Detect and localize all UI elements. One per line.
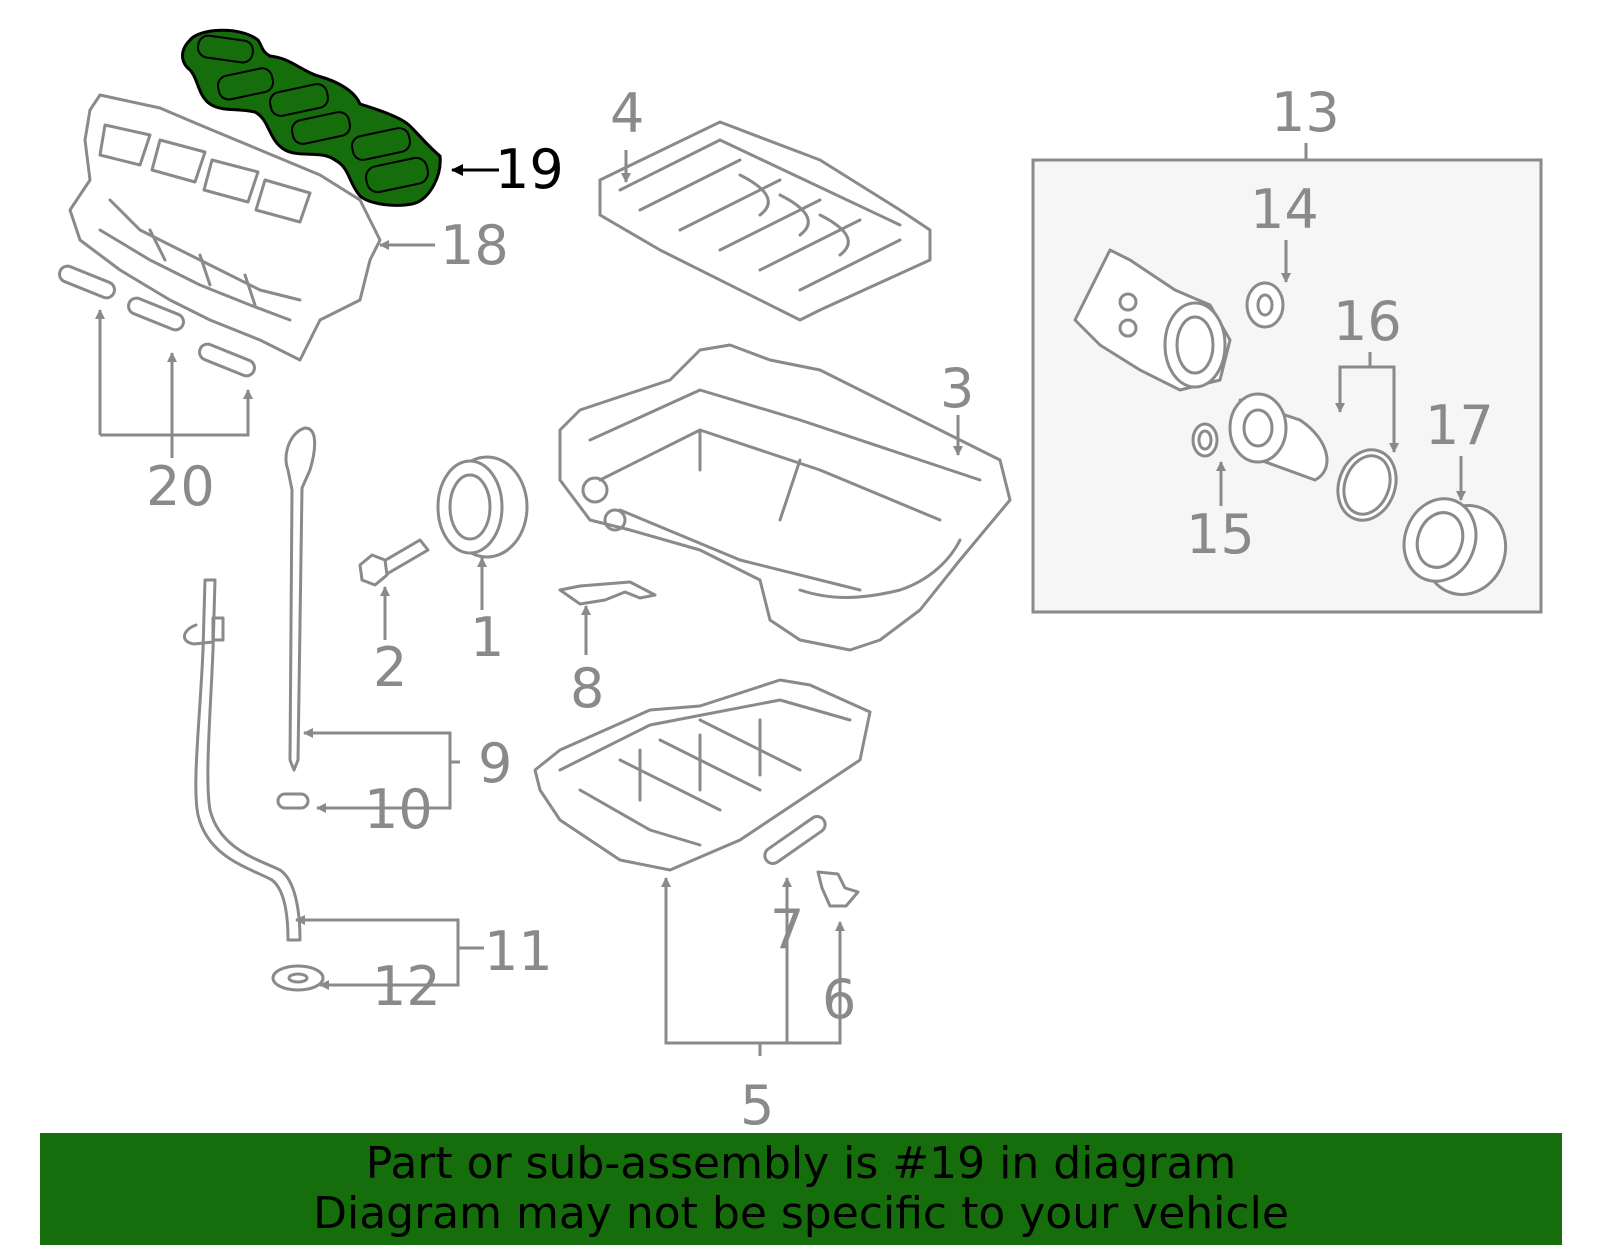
callout-2: 2 (373, 636, 407, 699)
gasket-7[interactable] (762, 813, 829, 866)
washer-12[interactable] (271, 964, 325, 992)
intake-manifold-gasket-19[interactable] (181, 28, 442, 207)
callout-12: 12 (372, 955, 441, 1018)
banner-line-2: Diagram may not be specific to your vehi… (313, 1188, 1289, 1239)
callout-17: 17 (1425, 394, 1494, 457)
callout-10: 10 (364, 778, 433, 841)
banner-line-1: Part or sub-assembly is #19 in diagram (365, 1138, 1237, 1189)
intake-manifold-18[interactable] (68, 93, 382, 362)
leader-lines (95, 143, 1466, 1056)
baffle-plate-4[interactable] (598, 120, 932, 322)
manifold-seal-20[interactable] (57, 264, 257, 379)
callout-4: 4 (610, 82, 644, 145)
bolt-2[interactable] (358, 538, 430, 587)
crankshaft-seal-1[interactable] (436, 455, 529, 559)
callout-labels: 1 2 3 4 5 6 7 8 9 10 11 12 13 14 15 16 1… (146, 81, 1494, 1137)
callout-20: 20 (146, 455, 215, 518)
callout-14: 14 (1250, 178, 1319, 241)
oil-filter-kit-13[interactable] (1031, 158, 1543, 614)
callout-15: 15 (1186, 503, 1255, 566)
callout-18: 18 (440, 214, 509, 277)
o-ring-10[interactable] (276, 792, 310, 810)
dipstick-tube-11[interactable] (183, 578, 302, 942)
upper-oil-pan-3[interactable] (558, 343, 1012, 652)
callout-13: 13 (1271, 81, 1340, 144)
info-banner: Part or sub-assembly is #19 in diagram D… (40, 1133, 1562, 1245)
bracket-8[interactable] (558, 580, 657, 606)
callout-3: 3 (940, 357, 974, 420)
drain-plug-6[interactable] (816, 870, 860, 908)
callout-6: 6 (822, 968, 856, 1031)
callout-9: 9 (478, 732, 512, 795)
callout-8: 8 (570, 657, 604, 720)
callout-16: 16 (1333, 290, 1402, 353)
callout-1: 1 (470, 606, 504, 669)
callout-5: 5 (740, 1074, 774, 1137)
lower-oil-pan-5[interactable] (533, 678, 872, 872)
dipstick-9[interactable] (284, 426, 317, 772)
callout-11: 11 (484, 920, 553, 983)
callout-7: 7 (770, 898, 804, 961)
callout-19: 19 (495, 138, 564, 201)
